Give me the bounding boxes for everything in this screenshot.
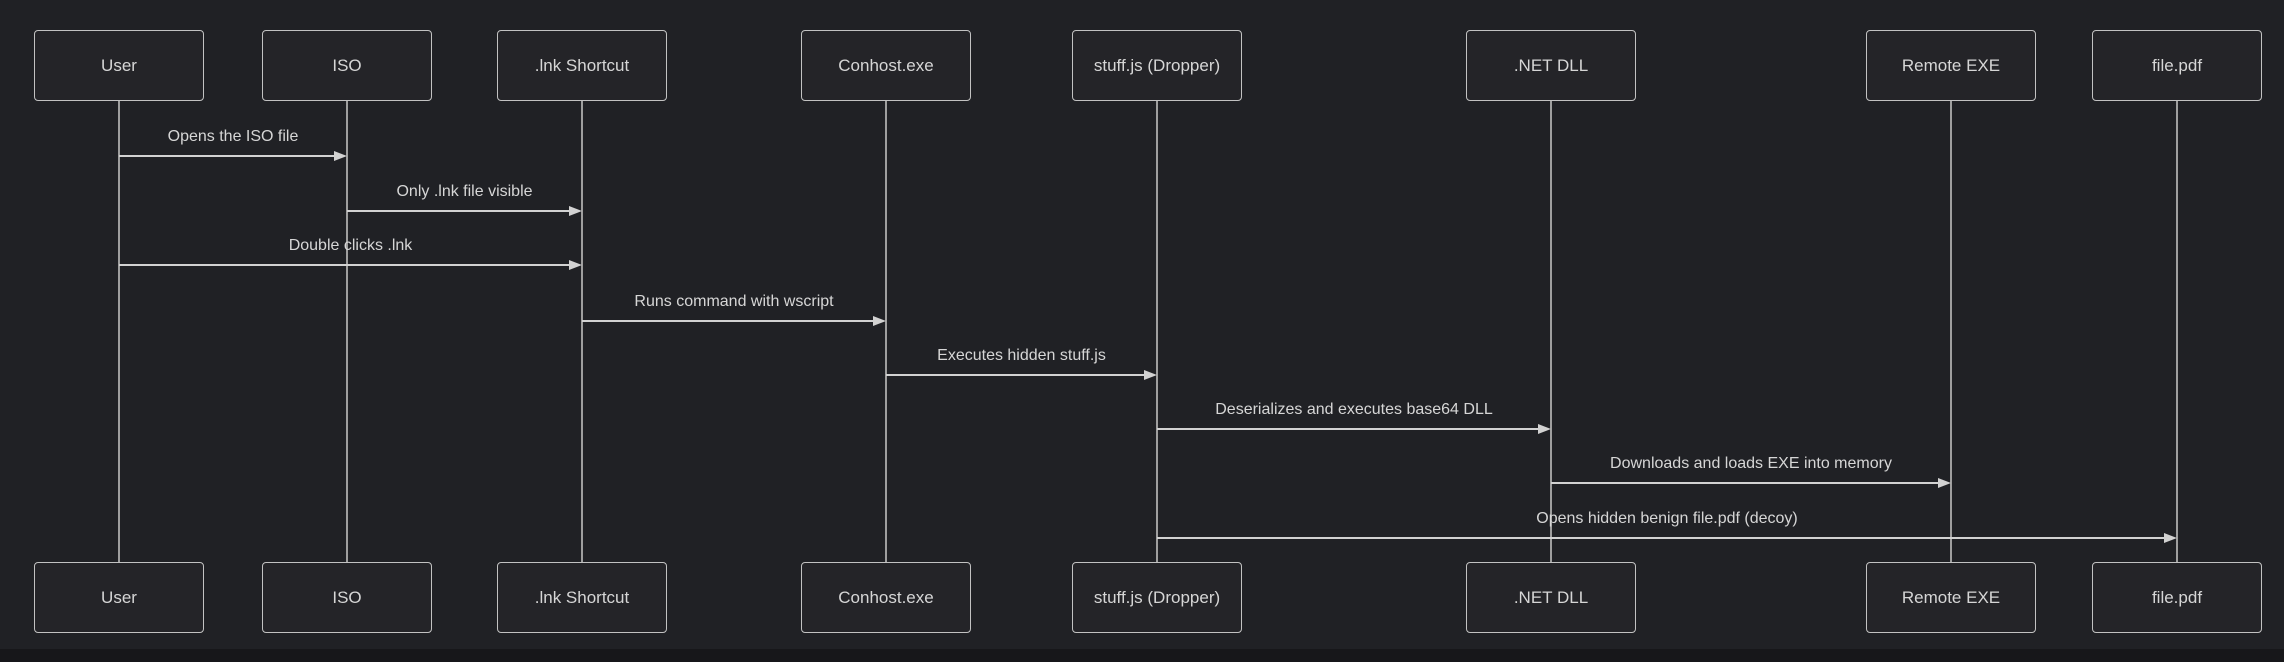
actor-label: .lnk Shortcut: [534, 587, 630, 607]
actor-box-user-top: User: [34, 30, 204, 101]
message-line-2: [347, 210, 571, 212]
arrowhead-icon: [1938, 478, 1951, 488]
actor-label: .NET DLL: [1513, 55, 1589, 75]
actor-label: .NET DLL: [1513, 587, 1589, 607]
actor-box-lnk-bottom: .lnk Shortcut: [497, 562, 667, 633]
arrowhead-icon: [569, 260, 582, 270]
actor-label: file.pdf: [2151, 587, 2203, 607]
actor-label: ISO: [332, 55, 362, 75]
arrowhead-icon: [569, 206, 582, 216]
arrowhead-icon: [873, 316, 886, 326]
lifeline-lnk: [581, 101, 583, 562]
actor-label: User: [101, 55, 137, 75]
actor-box-remoteexe-top: Remote EXE: [1866, 30, 2036, 101]
lifeline-iso: [346, 101, 348, 562]
message-line-3: [119, 264, 571, 266]
message-line-1: [119, 155, 336, 157]
message-label-1: Opens the ISO file: [167, 128, 299, 145]
message-label-7: Downloads and loads EXE into memory: [1610, 455, 1892, 472]
lifeline-remoteexe: [1950, 101, 1952, 562]
message-label-4: Runs command with wscript: [634, 293, 834, 310]
actor-label: Conhost.exe: [838, 55, 934, 75]
actor-box-filepdf-bottom: file.pdf: [2092, 562, 2262, 633]
actor-box-conhost-bottom: Conhost.exe: [801, 562, 971, 633]
actor-label: .lnk Shortcut: [534, 55, 630, 75]
message-label-6: Deserializes and executes base64 DLL: [1215, 401, 1493, 418]
actor-label: stuff.js (Dropper): [1093, 587, 1221, 607]
actor-label: ISO: [332, 587, 362, 607]
actor-box-lnk-top: .lnk Shortcut: [497, 30, 667, 101]
arrowhead-icon: [1144, 370, 1157, 380]
actor-label: Conhost.exe: [838, 587, 934, 607]
actor-label: file.pdf: [2151, 55, 2203, 75]
actor-box-netdll-bottom: .NET DLL: [1466, 562, 1636, 633]
message-line-5: [886, 374, 1146, 376]
actor-label: Remote EXE: [1901, 55, 2001, 75]
arrowhead-icon: [2164, 533, 2177, 543]
message-line-7: [1551, 482, 1940, 484]
arrowhead-icon: [1538, 424, 1551, 434]
actor-label: Remote EXE: [1901, 587, 2001, 607]
lifeline-user: [118, 101, 120, 562]
actor-box-iso-bottom: ISO: [262, 562, 432, 633]
actor-box-user-bottom: User: [34, 562, 204, 633]
actor-label: stuff.js (Dropper): [1093, 55, 1221, 75]
message-label-2: Only .lnk file visible: [396, 183, 533, 200]
actor-label: User: [101, 587, 137, 607]
actor-box-iso-top: ISO: [262, 30, 432, 101]
actor-box-stuffjs-bottom: stuff.js (Dropper): [1072, 562, 1242, 633]
actor-box-remoteexe-bottom: Remote EXE: [1866, 562, 2036, 633]
actor-box-conhost-top: Conhost.exe: [801, 30, 971, 101]
arrowhead-icon: [334, 151, 347, 161]
actor-box-filepdf-top: file.pdf: [2092, 30, 2262, 101]
lifeline-stuffjs: [1156, 101, 1158, 562]
message-label-5: Executes hidden stuff.js: [937, 347, 1106, 364]
diagram-bottom-edge: [0, 649, 2284, 662]
message-label-3: Double clicks .lnk: [288, 237, 413, 254]
message-line-6: [1157, 428, 1540, 430]
message-line-4: [582, 320, 875, 322]
actor-box-netdll-top: .NET DLL: [1466, 30, 1636, 101]
lifeline-filepdf: [2176, 101, 2178, 562]
message-label-8: Opens hidden benign file.pdf (decoy): [1536, 510, 1798, 527]
message-line-8: [1157, 537, 2166, 539]
lifeline-netdll: [1550, 101, 1552, 562]
lifeline-conhost: [885, 101, 887, 562]
actor-box-stuffjs-top: stuff.js (Dropper): [1072, 30, 1242, 101]
